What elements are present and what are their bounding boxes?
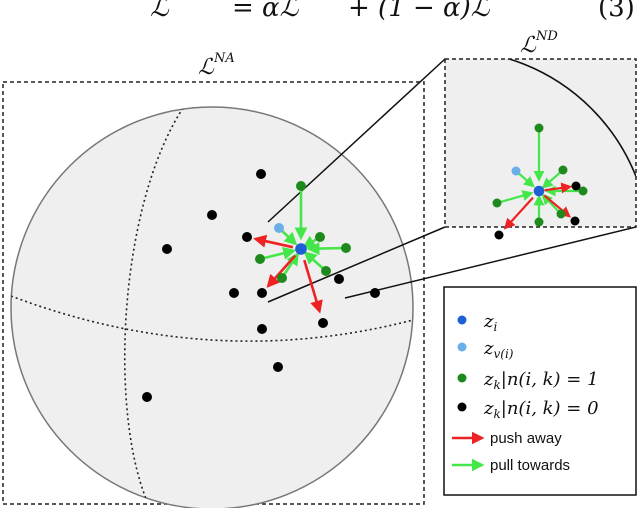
neighbor-point	[534, 217, 544, 227]
push-arrow	[266, 254, 297, 288]
nonneighbor-point	[229, 288, 239, 298]
main-cluster-points	[142, 169, 380, 402]
legend: zi zv(i) zk|n(i, k) = 1 zk|n(i, k) = 0 p…	[443, 286, 637, 496]
push-arrow	[253, 234, 294, 249]
neighbor-point	[296, 181, 306, 191]
neighbor-point	[321, 266, 331, 276]
zoom-fill	[445, 59, 636, 227]
anchor-point	[295, 243, 307, 255]
sphere	[10, 106, 414, 508]
neighbor-point	[578, 186, 588, 196]
nonneighbor-point	[207, 210, 217, 220]
equation-rhs-main: = αℒ	[232, 0, 300, 23]
nonneighbor-point	[142, 392, 152, 402]
push-arrow	[303, 259, 323, 314]
label-na-main: ℒ	[198, 55, 215, 80]
legend-label-neighbor: zk|n(i, k) = 1	[483, 369, 599, 392]
sphere-body	[10, 106, 414, 508]
anchor-point	[533, 185, 545, 197]
legend-dot-anchor	[457, 315, 467, 325]
legend-dot-view	[457, 342, 467, 352]
neighbor-point	[558, 165, 568, 175]
push-arrow	[503, 196, 534, 230]
nonneighbor-point	[571, 181, 581, 191]
label-nd-main: ℒ	[520, 33, 537, 58]
zoom-connector-bottom	[267, 226, 446, 303]
nonneighbor-point	[570, 216, 580, 226]
push-arrow	[544, 182, 573, 194]
zoom-cluster-arrows	[496, 128, 583, 230]
legend-label-anchor: zi	[483, 311, 497, 334]
neighbor-point	[556, 209, 566, 219]
neighbor-point	[315, 232, 325, 242]
nonneighbor-point	[242, 232, 252, 242]
legend-label-view: zv(i)	[483, 338, 514, 361]
nonneighbor-point	[334, 274, 344, 284]
zoom-connector-top	[267, 58, 446, 223]
neighbor-point	[255, 254, 265, 264]
nonneighbor-point	[257, 324, 267, 334]
neighbor-point	[277, 273, 287, 283]
equation-lhs: ℒ	[150, 0, 170, 23]
legend-dot-nonneighbor	[457, 402, 467, 412]
label-nd-sup: ND	[535, 29, 558, 44]
label-na: ℒ NA	[198, 51, 235, 80]
zoom-cluster-points	[492, 123, 588, 240]
neighbor-point	[492, 198, 502, 208]
nonneighbor-point	[494, 230, 504, 240]
equation-rhs-rest: + (1 − α)ℒ	[348, 0, 491, 23]
legend-dot-neighbor	[457, 373, 467, 383]
nd-dashed-box	[444, 58, 637, 228]
legend-label-push: push away	[490, 430, 562, 447]
nonneighbor-point	[257, 288, 267, 298]
sphere-meridian	[124, 107, 184, 508]
neighbor-point	[534, 123, 544, 133]
legend-label-pull: pull towards	[490, 457, 570, 474]
nonneighbor-point	[370, 288, 380, 298]
nonneighbor-point	[162, 244, 172, 254]
zoom-connector-right	[344, 226, 637, 299]
pull-arrow	[496, 190, 534, 205]
equation: ℒ = αℒ + (1 − α)ℒ (3)	[150, 0, 635, 23]
label-na-sup: NA	[213, 51, 235, 66]
nonneighbor-point	[318, 318, 328, 328]
nonneighbor-point	[256, 169, 266, 179]
sphere-equator	[11, 295, 413, 342]
view-point	[274, 223, 284, 233]
neighbor-point	[341, 243, 351, 253]
nonneighbor-point	[273, 362, 283, 372]
legend-label-nonneighbor: zk|n(i, k) = 0	[483, 398, 599, 421]
view-point	[511, 166, 521, 176]
pull-arrow	[306, 242, 347, 256]
equation-number: (3)	[598, 0, 635, 23]
label-nd: ℒ ND	[520, 29, 558, 58]
